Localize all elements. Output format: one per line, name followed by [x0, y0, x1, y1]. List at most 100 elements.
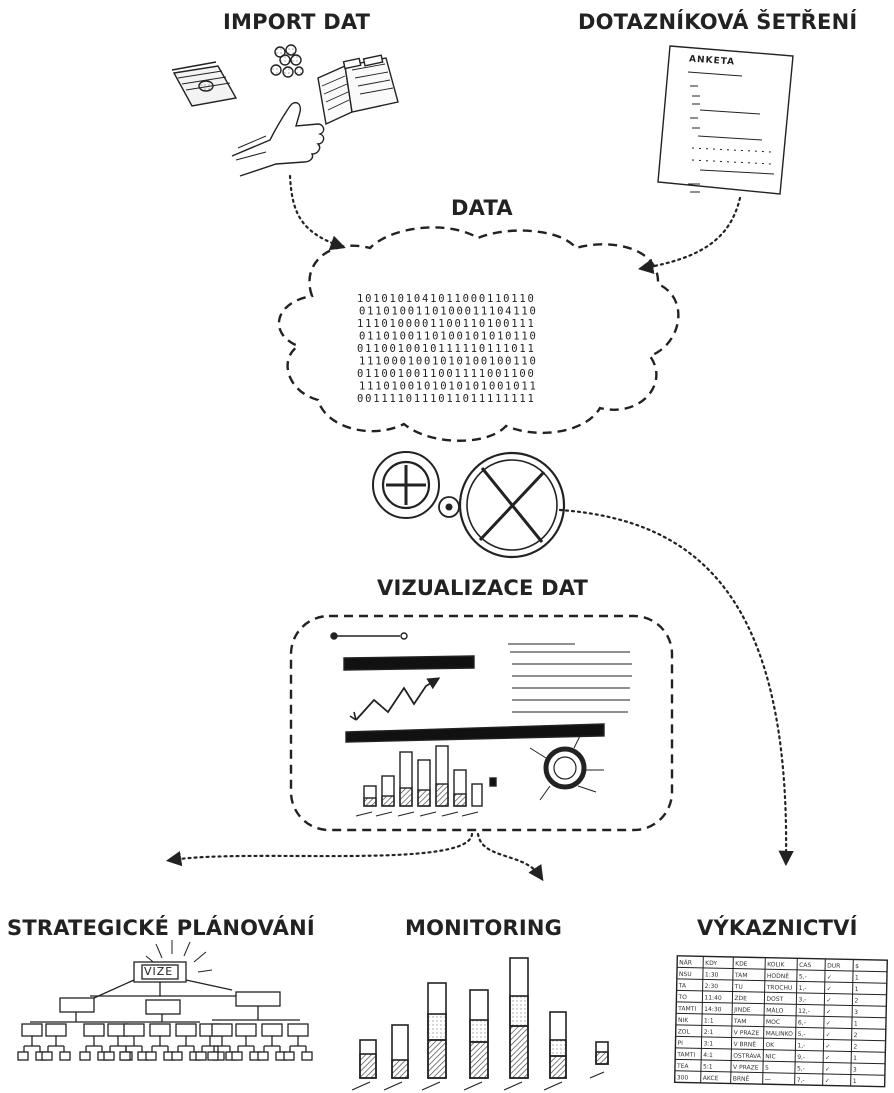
table-cell: TA: [678, 982, 687, 989]
binary-row: 0011110111011011111111: [357, 393, 536, 405]
table-cell: —: [765, 1076, 771, 1083]
org-leaf-box: [261, 1023, 283, 1037]
arrow-viz-to-strategic: [165, 832, 474, 867]
label-monitoring: MONITORING: [405, 916, 563, 940]
table-cell: 3: [853, 1067, 857, 1074]
table-cell: 5,-: [798, 1031, 806, 1038]
survey-paper-icon: [657, 45, 794, 195]
label-import: IMPORT DAT: [223, 10, 371, 34]
table-cell: ✓: [825, 1043, 830, 1050]
table-cell: 7,-: [797, 1077, 805, 1084]
table-cell: 4:1: [703, 1052, 713, 1059]
table-cell: ✓: [827, 974, 832, 981]
table-cell: 300: [677, 1074, 689, 1081]
binary-row: 0110010010111110111011: [357, 343, 536, 355]
label-data: DATA: [451, 196, 513, 220]
table-cell: BRNĚ: [733, 1075, 750, 1083]
table-cell: V PRAZE: [733, 1064, 759, 1072]
arrow-survey-to-data: [637, 196, 742, 274]
table-cell: 11:40: [704, 994, 722, 1001]
table-cell: 1,-: [799, 985, 807, 992]
table-cell: TROCHU: [766, 984, 793, 992]
table-cell: 6,-: [798, 1019, 806, 1026]
mini-donut-chart: [529, 735, 604, 801]
binary-row: 1110100001100110100111: [357, 318, 536, 330]
table-cell: MOC: [766, 1019, 780, 1026]
table-header-cell: KDY: [705, 960, 717, 967]
table-cell: 3: [854, 1009, 858, 1016]
org-leaf-box: [211, 1023, 233, 1037]
table-cell: NSU: [679, 971, 692, 978]
open-book-icon: [317, 54, 399, 126]
org-leaf-box: [175, 1023, 197, 1037]
org-leaf-box: [235, 1023, 257, 1037]
table-cell: DOST: [766, 996, 783, 1003]
table-header-cell: NÁR: [679, 959, 692, 966]
table-cell: TAMTI: [676, 1051, 695, 1058]
binary-data-block: 1010101041011000110110011010011010001110…: [357, 293, 538, 405]
table-cell: ✓: [826, 1031, 831, 1038]
table-cell: 2: [853, 1044, 857, 1051]
binary-row: 1010101041011000110110: [357, 293, 536, 305]
table-cell: 3:1: [703, 1040, 713, 1047]
table-cell: 3,-: [798, 996, 806, 1003]
table-cell: PI: [677, 1040, 683, 1047]
binary-row: 0110010011001111001100: [357, 368, 536, 380]
table-cell: 1,-: [797, 1042, 805, 1049]
org-chart-sketch: [17, 940, 313, 1061]
table-cell: NIC: [765, 1053, 776, 1060]
table-header-cell: KOLIK: [767, 961, 786, 968]
binary-row: 0110100110100101010110: [359, 331, 538, 343]
table-cell: 5,-: [799, 973, 807, 980]
table-cell: 2: [854, 998, 858, 1005]
table-cell: TO: [677, 994, 687, 1001]
table-cell: ✓: [825, 1077, 830, 1084]
binary-row: 1110001001010100100110: [359, 356, 538, 368]
label-strategic: STRATEGICKÉ PLÁNOVÁNÍ: [7, 916, 315, 940]
table-cell: 2:30: [705, 983, 719, 990]
table-cell: MÁLO: [766, 1007, 784, 1014]
org-leaf-box: [149, 1023, 171, 1037]
table-cell: V PRAZE: [734, 1030, 760, 1038]
table-cell: TU: [734, 984, 743, 991]
arrow-data-to-reporting: [558, 508, 794, 867]
table-cell: TAM: [733, 1018, 747, 1025]
org-leaf-box: [21, 1023, 43, 1037]
table-cell: 9,-: [797, 1054, 805, 1061]
table-cell: ZDE: [734, 995, 747, 1002]
table-cell: JINDE: [733, 1007, 751, 1014]
org-leaf-box: [287, 1023, 309, 1037]
table-cell: 14:30: [704, 1006, 722, 1013]
label-survey: DOTAZNÍKOVÁ ŠETŘENÍ: [578, 10, 858, 34]
vision-text: VIZE: [144, 965, 174, 978]
table-cell: 5: [765, 1065, 769, 1072]
table-cell: ✓: [827, 985, 832, 992]
org-leaf-box: [123, 1023, 145, 1037]
table-cell: ✓: [825, 1054, 830, 1061]
table-header-cell: DUR: [827, 962, 840, 969]
table-cell: 1:1: [704, 1017, 714, 1024]
arrow-viz-to-monitoring: [476, 832, 544, 882]
org-leaf-box: [83, 1023, 105, 1037]
table-header-cell: $: [855, 963, 859, 970]
table-header-cell: KDE: [735, 961, 748, 968]
mini-bar-chart: [355, 745, 497, 817]
dashboard-sketch: [330, 632, 632, 817]
table-cell: OSTRAVA: [733, 1053, 762, 1061]
table-cell: OK: [765, 1042, 775, 1049]
table-cell: 5,-: [797, 1065, 805, 1072]
import-sketch: [171, 44, 399, 177]
table-cell: ZOL: [678, 1028, 691, 1035]
table-cell: 1: [853, 1055, 857, 1062]
table-cell: NIK: [678, 1017, 689, 1024]
table-cell: ✓: [826, 997, 831, 1004]
table-cell: 2:1: [704, 1029, 714, 1036]
label-visualization: VIZUALIZACE DAT: [377, 576, 589, 600]
money-stack-icon: [171, 61, 238, 107]
vision-burst-icon: [133, 940, 213, 973]
table-cell: 1: [854, 1021, 858, 1028]
survey-sheet: [657, 45, 794, 195]
data-cloud: [277, 226, 680, 442]
